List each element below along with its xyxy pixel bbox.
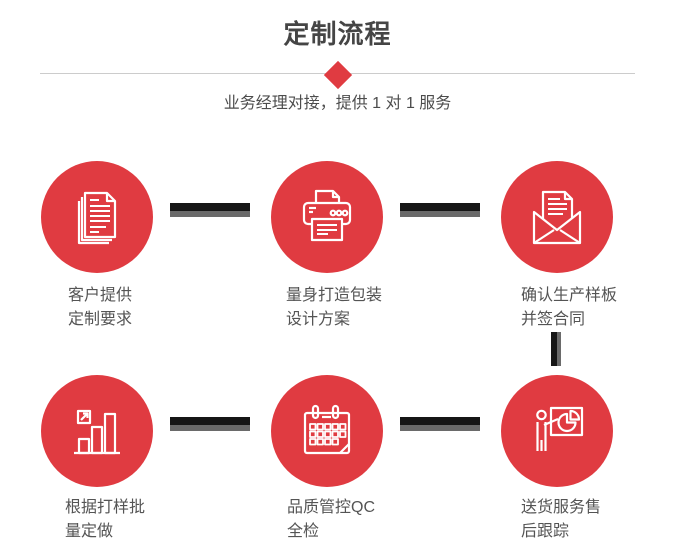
step-label-2: 量身打造包装 设计方案 xyxy=(286,284,382,332)
step-label-line: 客户提供 xyxy=(68,287,133,304)
step-label-line: 量定做 xyxy=(65,523,114,540)
step-label-line: 根据打样批 xyxy=(65,499,146,516)
step-label-line: 量身打造包装 xyxy=(286,287,383,304)
page-title: 定制流程 xyxy=(283,19,392,49)
page-subtitle: 业务经理对接，提供 1 对 1 服务 xyxy=(223,95,452,112)
step-circle-5 xyxy=(271,375,383,487)
step-label-3: 确认生产样板 并签合同 xyxy=(521,284,617,332)
step-label-line: 确认生产样板 xyxy=(521,287,618,304)
step-label-1: 客户提供 定制要求 xyxy=(68,284,132,332)
calendar-icon xyxy=(303,404,351,455)
step-circle-6 xyxy=(501,375,613,487)
connector-step2-step3 xyxy=(400,203,480,217)
step-circle-2 xyxy=(271,161,383,273)
diamond-icon xyxy=(323,60,353,90)
step-label-5: 品质管控QC 全检 xyxy=(287,496,375,544)
connector-step5-step6 xyxy=(400,417,480,431)
documents-icon xyxy=(77,191,117,245)
step-label-line: 后跟踪 xyxy=(521,523,570,540)
connector-step1-step2 xyxy=(170,203,250,217)
step-label-line: 并签合同 xyxy=(521,311,586,328)
step-circle-4 xyxy=(41,375,153,487)
step-label-line: 全检 xyxy=(287,523,320,540)
step-label-4: 根据打样批 量定做 xyxy=(65,496,145,544)
step-label-6: 送货服务售 后跟踪 xyxy=(521,496,601,544)
connector-step3-step6 xyxy=(551,332,561,366)
presentation-icon xyxy=(536,406,584,451)
envelope-icon xyxy=(532,190,582,245)
bar-chart-icon xyxy=(74,409,120,455)
step-circle-1 xyxy=(41,161,153,273)
step-label-line: 设计方案 xyxy=(286,311,351,328)
printer-icon xyxy=(302,189,352,242)
step-label-line: 品质管控QC xyxy=(287,499,376,516)
step-circle-3 xyxy=(501,161,613,273)
step-label-line: 送货服务售 xyxy=(521,499,602,516)
connector-step4-step5 xyxy=(170,417,250,431)
step-label-line: 定制要求 xyxy=(68,311,133,328)
